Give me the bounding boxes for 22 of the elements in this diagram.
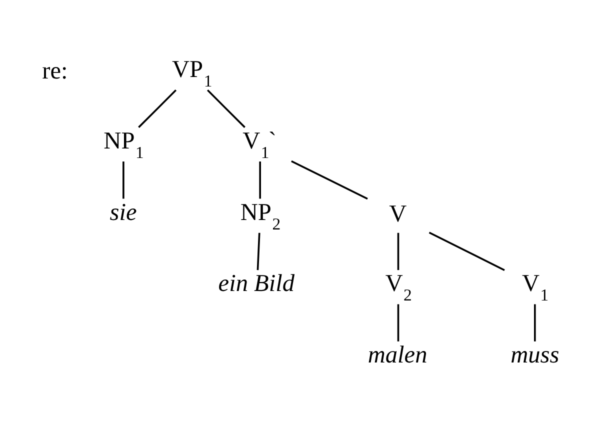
node-text: ein Bild	[218, 270, 295, 297]
node-text: muss	[510, 340, 560, 368]
node-text: V	[389, 200, 407, 227]
node-text: VP$_{1}$	[172, 56, 212, 90]
connector	[259, 161, 261, 198]
connector	[397, 304, 400, 341]
connector	[122, 161, 124, 198]
node-text: V$_{1}$	[522, 270, 549, 304]
connector	[138, 89, 177, 128]
label: re:	[42, 57, 68, 84]
node-text: malen	[368, 340, 428, 368]
node-text: NP$_{2}$	[240, 198, 281, 233]
connector	[534, 304, 536, 341]
connector	[397, 232, 400, 270]
connector	[256, 232, 260, 270]
connector	[206, 89, 246, 128]
connector	[291, 160, 368, 200]
connector	[428, 231, 505, 270]
node-text: NP$_{1}$	[104, 126, 144, 162]
node-text: V$_{1}$`	[242, 126, 277, 162]
node-text: V$_{2}$	[385, 270, 412, 304]
node-text: sie	[110, 198, 137, 226]
